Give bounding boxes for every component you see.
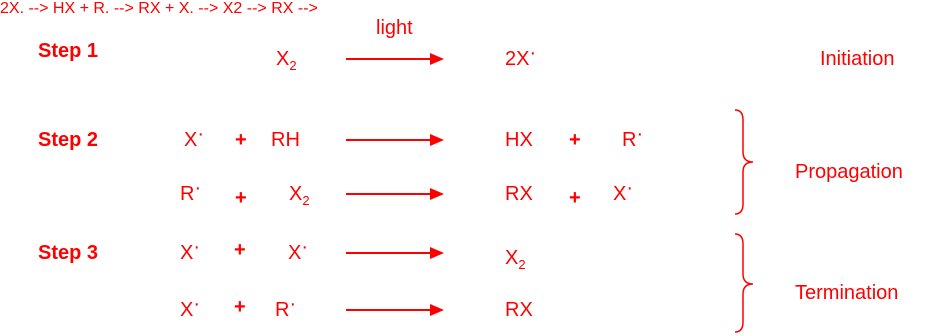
product-2x-radical: 2X·	[505, 42, 537, 70]
reactant-r-radical: R·	[180, 177, 202, 205]
product-rx: RX	[505, 183, 533, 205]
plus-sign: +	[569, 129, 581, 151]
product-x2: X2	[505, 247, 526, 272]
reactant-x2: X2	[289, 183, 310, 208]
product-x-radical: X·	[613, 177, 634, 205]
step-1-label: Step 1	[38, 40, 99, 62]
reaction-arrow-2	[346, 134, 444, 146]
plus-sign: +	[234, 296, 246, 318]
reactant-x-radical: X·	[184, 123, 205, 151]
reaction-arrow-3	[346, 188, 444, 200]
propagation-brace	[734, 109, 754, 215]
phase-propagation-label: Propagation	[795, 161, 903, 183]
step-2-label: Step 2	[38, 129, 99, 151]
phase-termination-label: Termination	[795, 282, 899, 304]
termination-brace	[734, 233, 754, 333]
reactant-x2: X2	[276, 48, 297, 73]
reactant-rh: RH	[271, 129, 300, 151]
plus-sign: +	[234, 239, 246, 261]
product-hx: HX	[505, 129, 533, 151]
reactant-r-radical: R·	[275, 293, 297, 321]
reaction-arrow-4	[346, 247, 444, 259]
reaction-arrow-5	[346, 304, 444, 316]
reactant-x-radical: X·	[180, 236, 201, 264]
plus-sign: +	[235, 129, 247, 151]
reactant-x-radical: X·	[180, 293, 201, 321]
product-rx: RX	[505, 299, 533, 321]
plus-sign: +	[235, 187, 247, 209]
condition-light: light	[376, 17, 413, 39]
phase-initiation-label: Initiation	[820, 48, 895, 70]
step-3-label: Step 3	[38, 242, 99, 264]
reaction-arrow-1	[346, 53, 444, 65]
product-r-radical: R·	[622, 123, 644, 151]
reactant-x-radical: X·	[288, 236, 309, 264]
plus-sign: +	[569, 187, 581, 209]
